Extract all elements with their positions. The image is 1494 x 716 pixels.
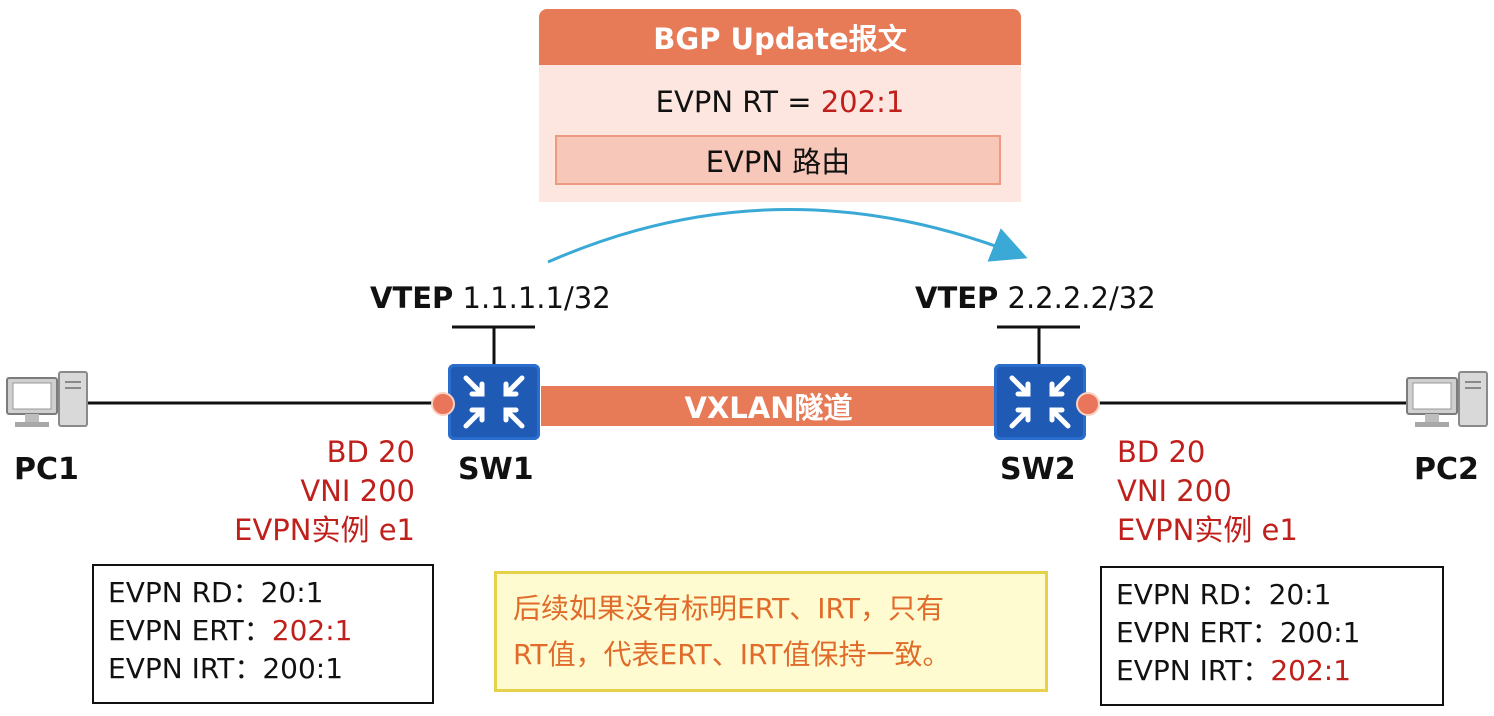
sw2-vtep-ip: 2.2.2.2/32	[1007, 281, 1156, 315]
sw1-config: BD 20 VNI 200 EVPN实例 e1	[160, 433, 415, 550]
sw2-vtep-label: VTEP 2.2.2.2/32	[915, 281, 1156, 315]
sw2-rd-value: 20:1	[1268, 578, 1332, 611]
sw2-rd-row: EVPN RD：20:1	[1116, 576, 1442, 614]
rt-note-line1: 后续如果没有标明ERT、IRT，只有	[513, 592, 944, 625]
sw1-evpn-instance: EVPN实例 e1	[234, 513, 415, 547]
sw2-config: BD 20 VNI 200 EVPN实例 e1	[1117, 433, 1377, 550]
bgp-rt-label: EVPN RT =	[655, 85, 821, 119]
sw1-ert-label: EVPN ERT：	[108, 614, 272, 647]
sw1-rd-value: 20:1	[260, 576, 324, 609]
rt-note: 后续如果没有标明ERT、IRT，只有 RT值，代表ERT、IRT值保持一致。	[494, 571, 1048, 692]
sw2-bd: BD 20	[1117, 435, 1206, 469]
bgp-update-message: BGP Update报文 EVPN RT = 202:1 EVPN 路由	[539, 9, 1021, 202]
sw2-ert-label: EVPN ERT：	[1116, 616, 1280, 649]
sw2-access-port	[1076, 392, 1100, 416]
sw2-vni: VNI 200	[1117, 474, 1232, 508]
sw2-ert-value: 200:1	[1279, 616, 1361, 649]
sw1-rd-row: EVPN RD：20:1	[108, 574, 432, 612]
sw2-irt-value: 202:1	[1270, 654, 1352, 687]
sw1-vtep-title: VTEP	[370, 281, 454, 315]
sw1-ert-value: 202:1	[271, 614, 353, 647]
pc1-computer-icon	[5, 370, 89, 434]
sw1-vni: VNI 200	[300, 474, 415, 508]
pc2-name: PC2	[1414, 452, 1479, 487]
sw2-vtep-title: VTEP	[915, 281, 999, 315]
rt-note-line2: RT值，代表ERT、IRT值保持一致。	[513, 638, 951, 671]
pc2-computer-icon	[1405, 370, 1489, 434]
bgp-rt-value: 202:1	[820, 85, 905, 119]
sw1-name: SW1	[458, 452, 534, 487]
sw1-irt-label: EVPN IRT：	[108, 652, 263, 685]
sw1-ert-row: EVPN ERT：202:1	[108, 612, 432, 650]
bgp-rt-line: EVPN RT = 202:1	[539, 85, 1021, 119]
sw1-bd: BD 20	[326, 435, 415, 469]
sw2-ert-row: EVPN ERT：200:1	[1116, 614, 1442, 652]
sw2-irt-label: EVPN IRT：	[1116, 654, 1271, 687]
sw1-vtep-ip: 1.1.1.1/32	[462, 281, 611, 315]
bgp-evpn-route: EVPN 路由	[555, 135, 1001, 185]
bgp-update-arrow	[547, 207, 1028, 264]
bgp-update-title: BGP Update报文	[539, 9, 1021, 65]
bgp-update-body: EVPN RT = 202:1 EVPN 路由	[539, 65, 1021, 202]
sw2-switch-icon	[994, 364, 1086, 440]
sw1-switch-icon	[448, 364, 540, 440]
sw1-irt-value: 200:1	[262, 652, 344, 685]
sw1-access-port	[431, 392, 455, 416]
sw2-evpn-instance: EVPN实例 e1	[1117, 513, 1298, 547]
pc1-name: PC1	[14, 452, 79, 487]
sw2-evpn-table: EVPN RD：20:1 EVPN ERT：200:1 EVPN IRT：202…	[1100, 566, 1444, 706]
sw1-irt-row: EVPN IRT：200:1	[108, 650, 432, 688]
sw1-vtep-label: VTEP 1.1.1.1/32	[370, 281, 611, 315]
sw2-name: SW2	[1000, 452, 1076, 487]
sw2-irt-row: EVPN IRT：202:1	[1116, 652, 1442, 690]
vxlan-tunnel: VXLAN隧道	[541, 386, 996, 426]
sw1-evpn-table: EVPN RD：20:1 EVPN ERT：202:1 EVPN IRT：200…	[92, 564, 434, 704]
sw1-rd-label: EVPN RD：	[108, 576, 261, 609]
sw2-rd-label: EVPN RD：	[1116, 578, 1269, 611]
